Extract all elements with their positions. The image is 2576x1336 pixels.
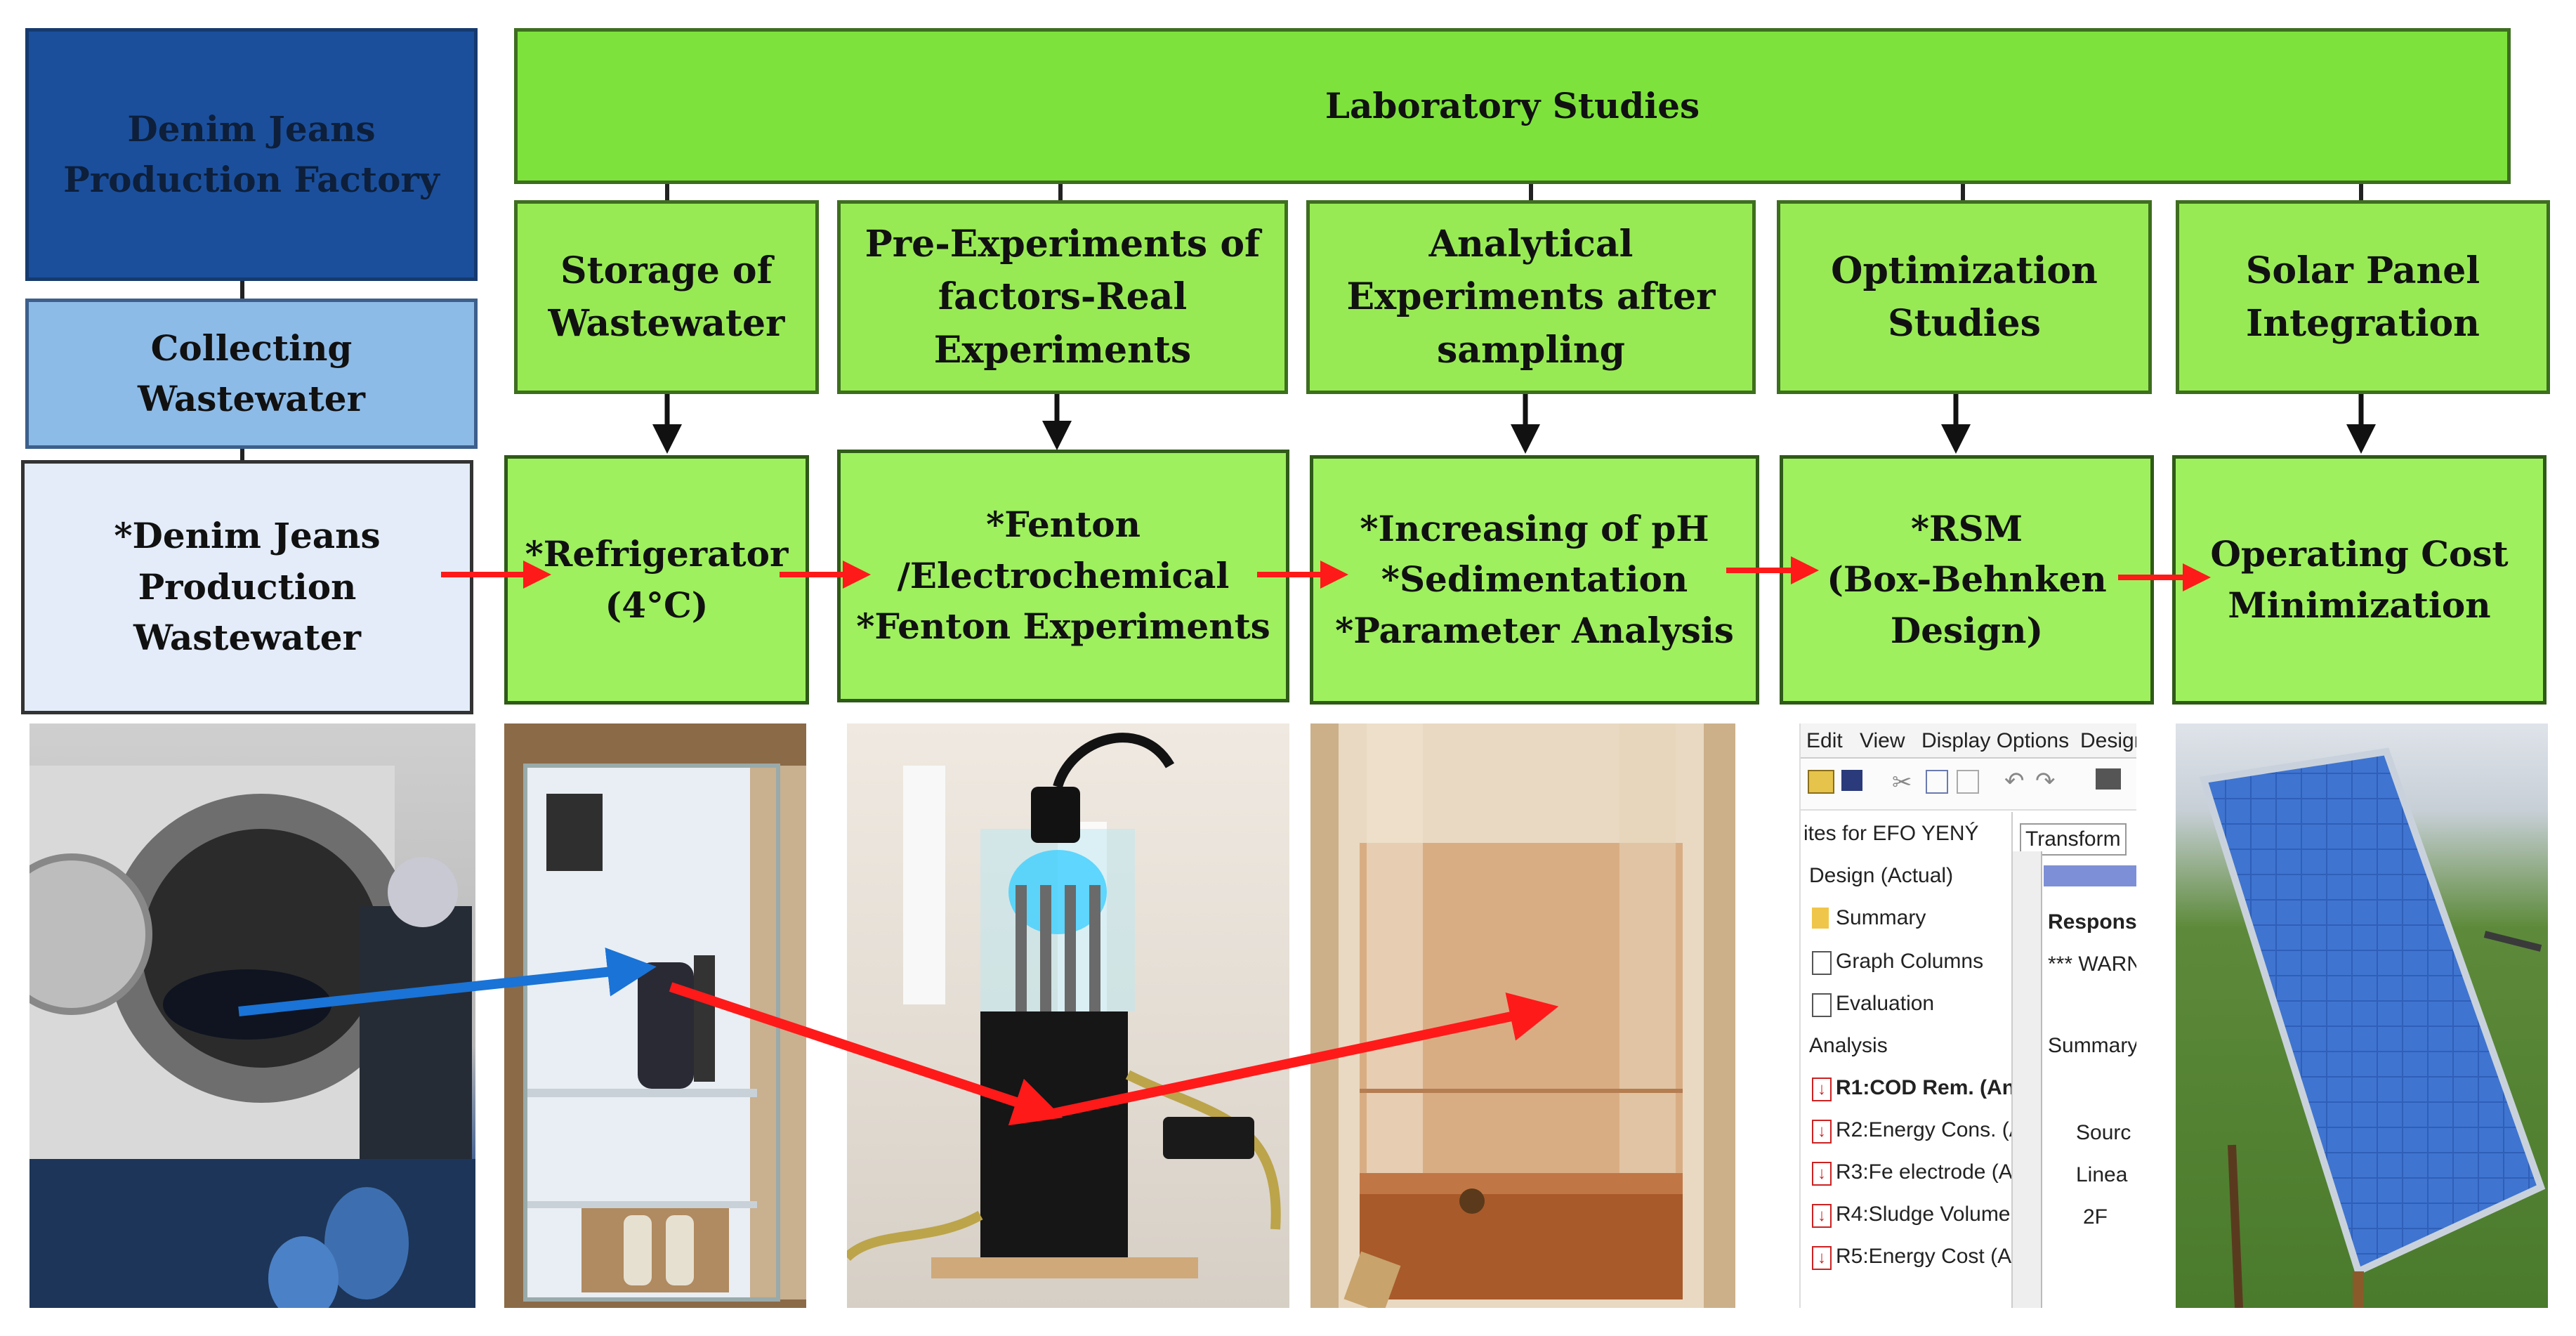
r5-response-icon: ↓ bbox=[1812, 1246, 1832, 1270]
stage-title-solar: Solar Panel Integration bbox=[2176, 200, 2550, 394]
summary-label: Summary ( bbox=[2048, 1034, 2136, 1057]
evaluation-icon bbox=[1812, 993, 1832, 1017]
menu-item-design[interactable]: Design bbox=[2080, 729, 2136, 752]
warning-label: *** WARNI bbox=[2048, 952, 2136, 976]
menu-item-edit[interactable]: Edit bbox=[1806, 729, 1843, 752]
r1-response-icon: ↓ bbox=[1812, 1078, 1832, 1101]
photo-arrow-red-2 bbox=[1052, 993, 1559, 1118]
undo-icon[interactable]: ↶ bbox=[2004, 768, 2025, 794]
open-folder-icon[interactable] bbox=[1808, 770, 1834, 794]
stage-title-optimization: Optimization Studies bbox=[1777, 200, 2152, 394]
software-toolbar: ✂ ↶ ↷ bbox=[1801, 760, 2136, 811]
photo-arrow-red-1 bbox=[669, 982, 1063, 1126]
cut-icon[interactable]: ✂ bbox=[1892, 769, 1912, 796]
tree-r4-sludge[interactable]: R4:Sludge Volume ( bbox=[1836, 1203, 2023, 1226]
software-design-expert-screenshot: Edit View Display Options Design ✂ ↶ ↷ i… bbox=[1799, 723, 2136, 1308]
r3-response-icon: ↓ bbox=[1812, 1162, 1832, 1186]
refrigerator-illustration bbox=[523, 764, 806, 1302]
response-label: Response bbox=[2048, 910, 2136, 934]
tree-r2-energy[interactable]: R2:Energy Cons. (A bbox=[1836, 1118, 2023, 1141]
denim-wastewater-box: *Denim Jeans Production Wastewater bbox=[21, 460, 473, 714]
stage-detail-operating-cost: Operating Cost Minimization bbox=[2172, 455, 2547, 705]
solar-panel-illustration bbox=[2199, 747, 2546, 1308]
stage-detail-analysis: *Increasing of pH *Sedimentation *Parame… bbox=[1310, 455, 1759, 705]
software-tree-panel: ites for EFO YENÝ Design (Actual) Summar… bbox=[1801, 812, 2027, 1308]
transform-tab[interactable]: Transform bbox=[2020, 823, 2127, 856]
tree-r3-fe[interactable]: R3:Fe electrode (An bbox=[1836, 1160, 2025, 1184]
photo-solar-panel bbox=[2176, 723, 2548, 1308]
collecting-wastewater-box: Collecting Wastewater bbox=[25, 299, 478, 449]
software-right-panel: Transform Response *** WARNI Summary ( S… bbox=[2011, 812, 2136, 1308]
tree-design-actual[interactable]: Design (Actual) bbox=[1809, 864, 1954, 887]
stage-title-pre-experiments: Pre-Experiments of factors-Real Experime… bbox=[837, 200, 1288, 394]
print-icon[interactable] bbox=[2096, 768, 2121, 790]
photo-electro-fenton-reactor bbox=[847, 723, 1289, 1308]
reactor-illustration bbox=[847, 733, 1281, 1278]
stage-detail-refrigerator: *Refrigerator (4°C) bbox=[504, 455, 809, 705]
stage-title-analytical: Analytical Experiments after sampling bbox=[1306, 200, 1756, 394]
save-icon[interactable] bbox=[1841, 770, 1862, 791]
row-selector-strip bbox=[2013, 851, 2042, 1308]
photo-arrow-blue bbox=[238, 947, 657, 1016]
washing-machine-illustration bbox=[29, 766, 475, 1308]
copy-icon[interactable] bbox=[1926, 770, 1948, 794]
tree-r5-cost[interactable]: R5:Energy Cost (An bbox=[1836, 1245, 2023, 1268]
stage-detail-fenton: *Fenton /Electrochemical *Fenton Experim… bbox=[837, 450, 1289, 702]
paste-icon[interactable] bbox=[1957, 770, 1979, 794]
redo-icon[interactable]: ↷ bbox=[2035, 768, 2056, 794]
summary-icon bbox=[1812, 908, 1829, 929]
stage-title-storage: Storage of Wastewater bbox=[514, 200, 819, 394]
tree-summary[interactable]: Summary bbox=[1836, 906, 1926, 929]
source-label: Sourc bbox=[2076, 1121, 2131, 1144]
2fi-label: 2F bbox=[2083, 1205, 2108, 1229]
r2-response-icon: ↓ bbox=[1812, 1120, 1832, 1144]
factory-box: Denim Jeans Production Factory bbox=[25, 28, 478, 281]
tree-evaluation[interactable]: Evaluation bbox=[1836, 992, 1935, 1015]
tree-graph-columns[interactable]: Graph Columns bbox=[1836, 950, 1984, 973]
software-menu-bar: Edit View Display Options Design bbox=[1801, 723, 2136, 759]
laboratory-studies-header: Laboratory Studies bbox=[514, 28, 2511, 184]
tree-root[interactable]: ites for EFO YENÝ bbox=[1803, 822, 1979, 845]
r4-response-icon: ↓ bbox=[1812, 1204, 1832, 1228]
menu-item-view[interactable]: View bbox=[1860, 729, 1905, 752]
blue-header-strip bbox=[2044, 865, 2136, 886]
photo-washing-machine bbox=[29, 723, 475, 1308]
tree-r1-cod[interactable]: R1:COD Rem. (Ana bbox=[1836, 1076, 2027, 1099]
graph-columns-icon bbox=[1812, 951, 1832, 975]
linear-label: Linea bbox=[2076, 1163, 2128, 1186]
tree-analysis[interactable]: Analysis bbox=[1809, 1034, 1888, 1057]
menu-item-display-options[interactable]: Display Options bbox=[1921, 729, 2070, 752]
